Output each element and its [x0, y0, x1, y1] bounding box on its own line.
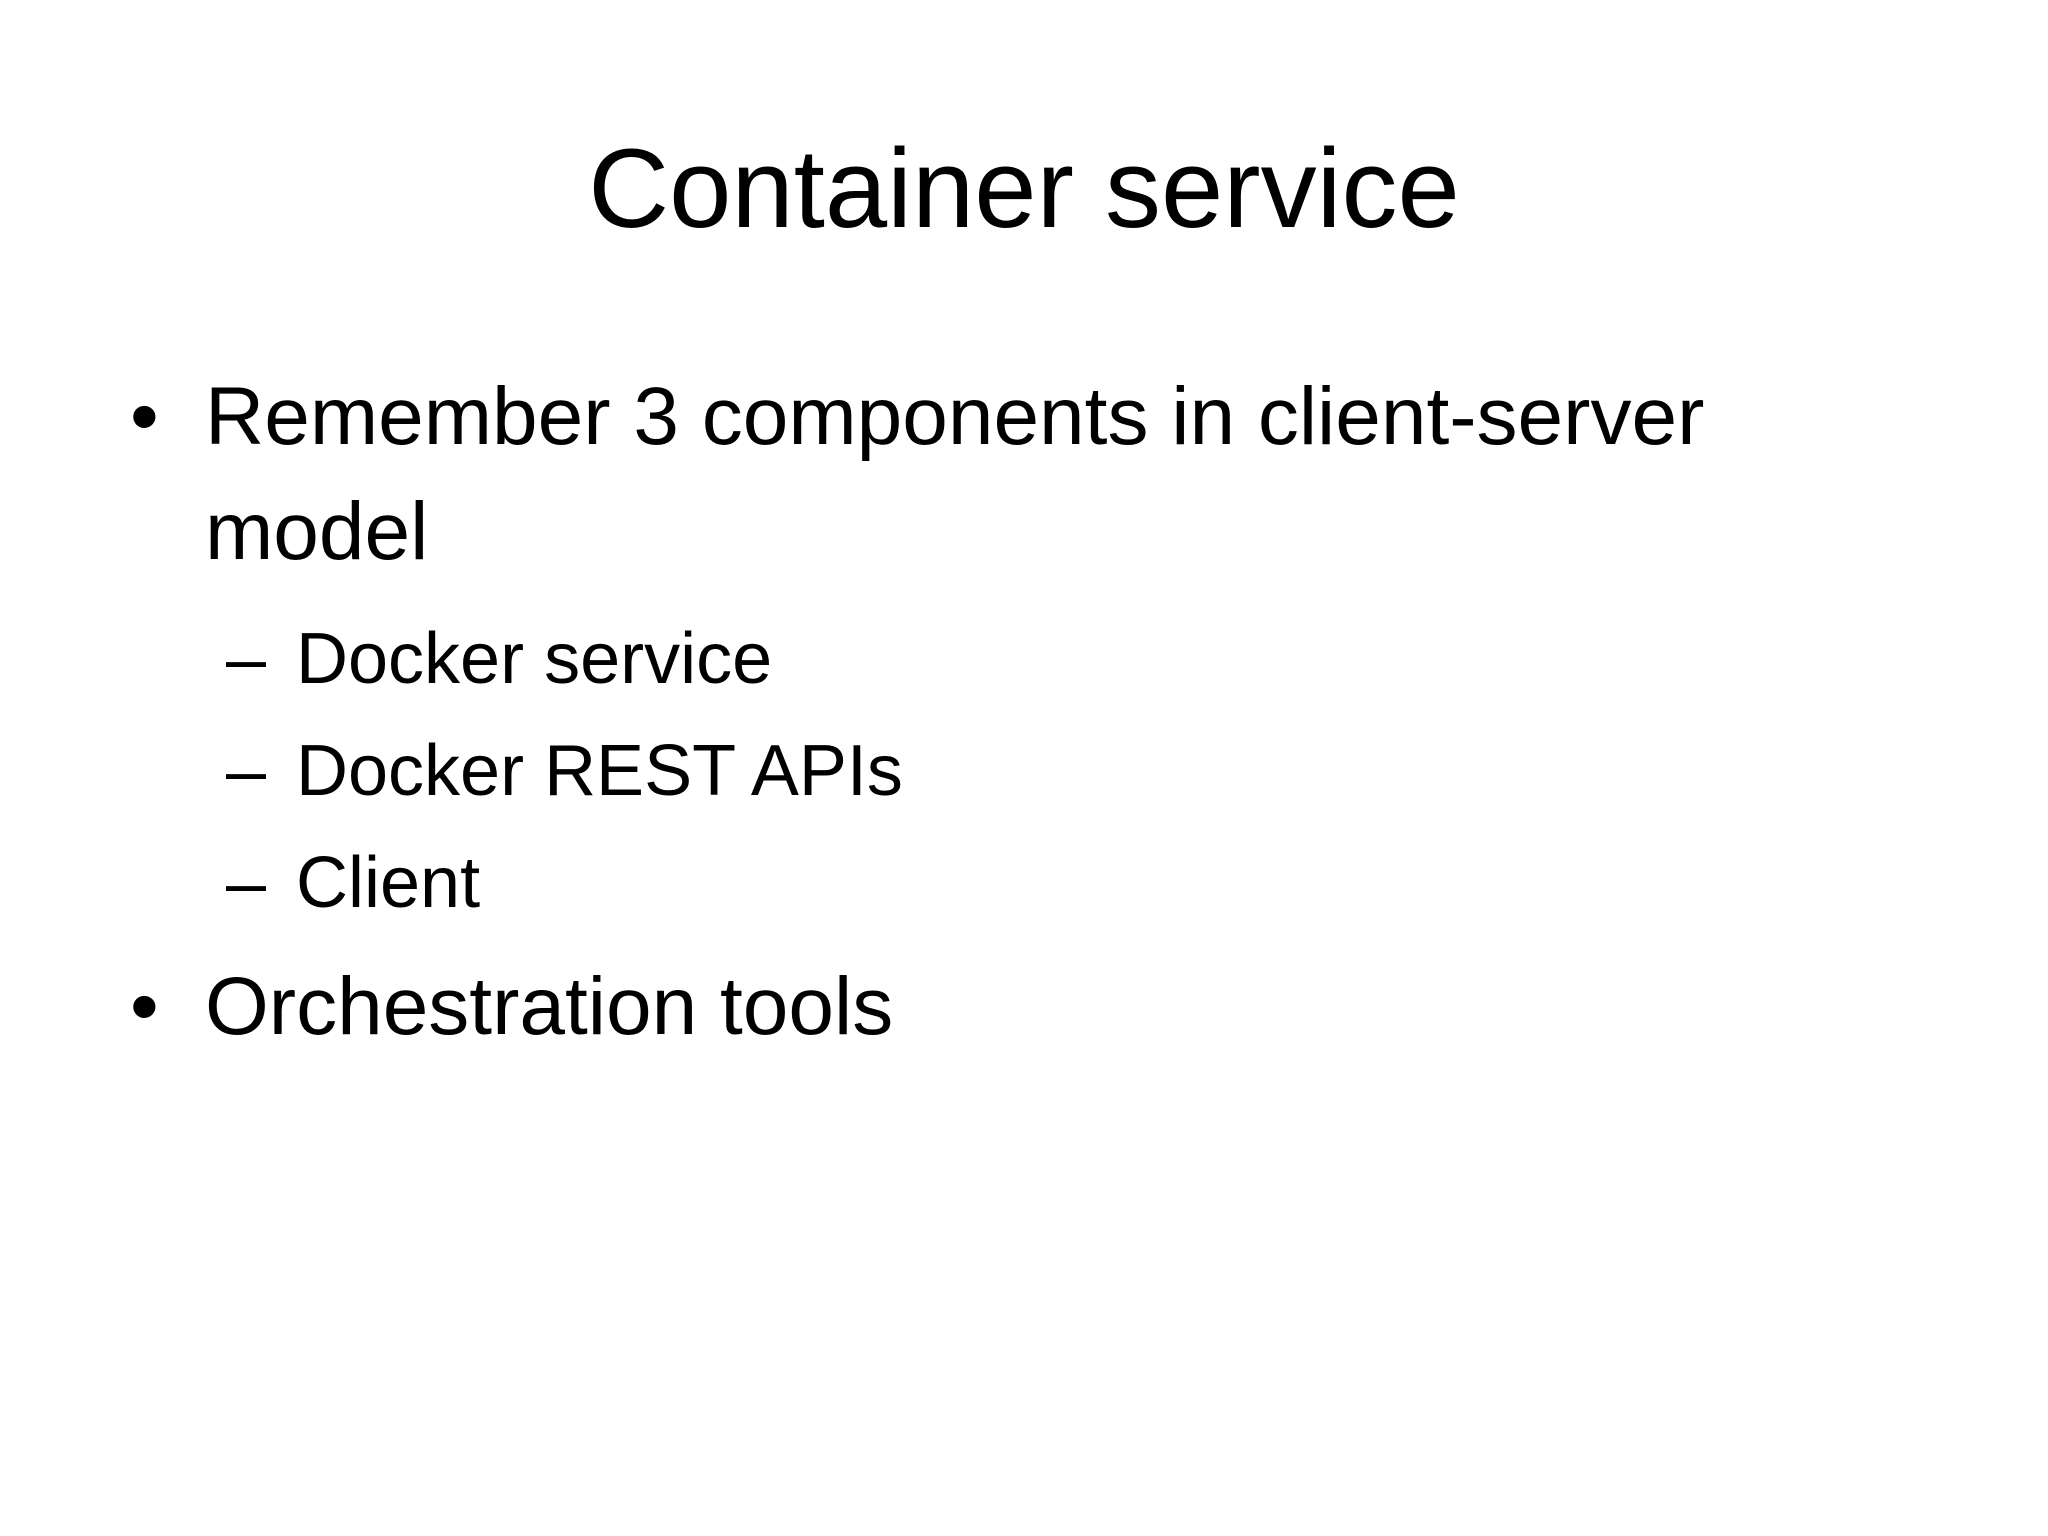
sub-bullet-list: – Docker service – Docker REST APIs – Cl… [130, 610, 1770, 932]
sub-bullet-text: Docker REST APIs [296, 731, 903, 811]
dash-marker: – [226, 619, 267, 699]
sub-bullet-text: Client [296, 843, 481, 923]
slide-title: Container service [588, 126, 1460, 251]
sub-bullet-item: – Client [226, 834, 1770, 932]
sub-bullet-item: – Docker REST APIs [226, 722, 1770, 820]
bullet-marker: • [130, 961, 159, 1052]
sub-bullet-text: Docker service [296, 619, 773, 699]
bullet-item: • Orchestration tools [130, 949, 1770, 1064]
bullet-item: • Remember 3 components in client-server… [130, 359, 1770, 589]
slide-body: • Remember 3 components in client-server… [130, 359, 1770, 1064]
bullet-marker: • [130, 371, 159, 462]
dash-marker: – [226, 843, 267, 923]
bullet-text: Orchestration tools [205, 961, 894, 1052]
sub-bullet-group: – Docker service – Docker REST APIs – Cl… [130, 610, 1770, 932]
sub-bullet-item: – Docker service [226, 610, 1770, 708]
dash-marker: – [226, 731, 267, 811]
bullet-text: Remember 3 components in client-server m… [205, 371, 1705, 577]
bullet-list: • Remember 3 components in client-server… [130, 359, 1770, 1064]
